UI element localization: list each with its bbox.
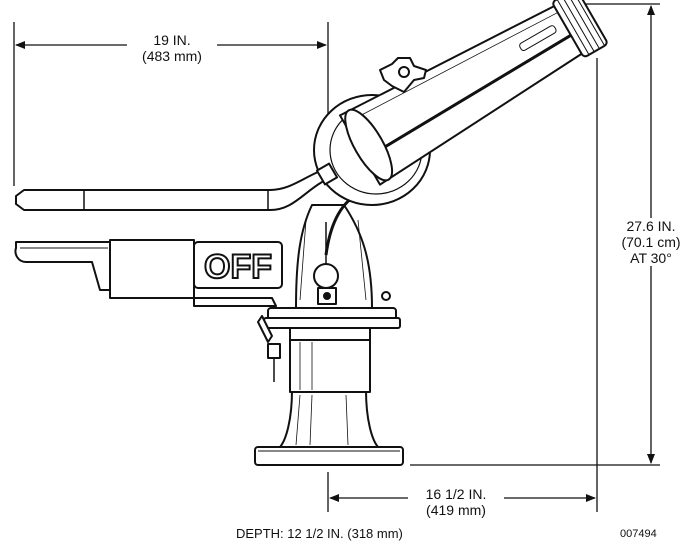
clamp-band-lower bbox=[263, 317, 401, 329]
width-label-inches: 19 IN. bbox=[153, 32, 191, 48]
depth-caption: DEPTH: 12 1/2 IN. (318 mm) bbox=[236, 526, 403, 541]
swivel-boss bbox=[313, 263, 339, 289]
height-dimension-label: 27.6 IN. (70.1 cm) AT 30° bbox=[606, 218, 691, 266]
lever-link bbox=[193, 297, 277, 307]
barrel-group bbox=[339, 0, 608, 186]
handle-off-label: OFF bbox=[204, 248, 272, 286]
latch-block bbox=[267, 343, 281, 359]
tiller-handle bbox=[15, 167, 331, 211]
height-label-cm: (70.1 cm) bbox=[621, 234, 681, 250]
width-label-mm: (483 mm) bbox=[142, 48, 202, 64]
handle-pivot bbox=[315, 162, 339, 186]
base-label-mm: (419 mm) bbox=[426, 502, 486, 518]
base-label-inches: 16 1/2 IN. bbox=[425, 486, 487, 502]
lower-neck bbox=[279, 389, 379, 448]
lever-grip bbox=[109, 239, 195, 299]
base-dimension-label: 16 1/2 IN. (419 mm) bbox=[408, 486, 504, 518]
nozzle-tip bbox=[552, 0, 608, 58]
clamp-latch bbox=[257, 315, 273, 343]
lower-cylinder bbox=[289, 339, 371, 393]
valve-lever bbox=[14, 241, 111, 291]
height-label-inches: 27.6 IN. bbox=[626, 218, 676, 234]
monitor-body bbox=[14, 0, 608, 466]
width-dimension-label: 19 IN. (483 mm) bbox=[127, 32, 217, 64]
barrel-base bbox=[344, 108, 394, 182]
lever-hub bbox=[193, 241, 283, 289]
base-flange bbox=[254, 446, 404, 466]
part-number: 007494 bbox=[620, 528, 657, 540]
height-label-angle: AT 30° bbox=[630, 250, 672, 266]
